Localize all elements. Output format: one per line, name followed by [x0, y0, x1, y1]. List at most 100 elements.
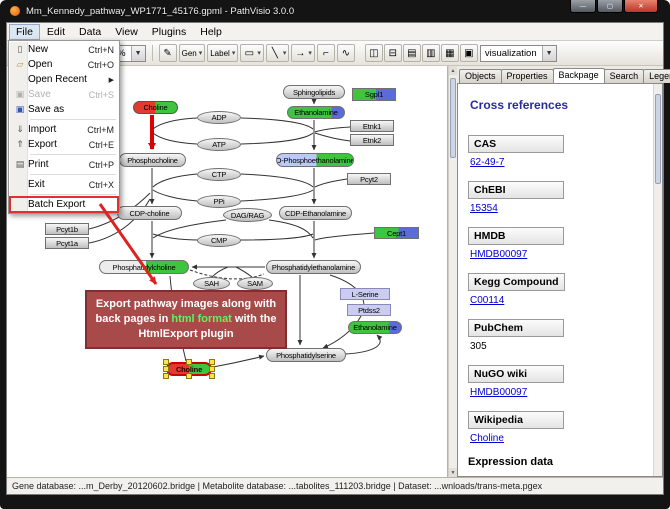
dropdown-arrow-icon[interactable]: ▾ — [308, 50, 312, 57]
menu-data[interactable]: Data — [79, 25, 102, 38]
arrow-tool[interactable]: →▾ — [291, 44, 315, 62]
file-menu-item-batch-export[interactable]: Batch Export — [9, 196, 119, 213]
tab-objects[interactable]: Objects — [459, 69, 502, 83]
dropdown-arrow-icon[interactable]: ▾ — [231, 50, 236, 57]
pathway-node-l-serine[interactable]: L-Serine — [340, 288, 390, 300]
chevron-down-icon[interactable]: ▼ — [130, 45, 145, 61]
tab-properties[interactable]: Properties — [500, 69, 554, 83]
pathway-node-etnk2[interactable]: Etnk2 — [350, 134, 394, 146]
selection-handle[interactable] — [186, 373, 192, 379]
xref-link[interactable]: C00114 — [470, 295, 505, 306]
align-left-tool[interactable]: ▤ — [402, 44, 421, 62]
selection-handle[interactable] — [209, 366, 215, 372]
canvas-vertical-scrollbar[interactable]: ▲ ▼ — [448, 66, 457, 477]
stack-tool[interactable]: ▣ — [459, 44, 478, 62]
align-top-tool[interactable]: ▥ — [421, 44, 440, 62]
label-tool[interactable]: Label▾ — [207, 44, 239, 62]
pathway-node-sam[interactable]: SAM — [237, 277, 273, 290]
pathway-node-pcyt2[interactable]: Pcyt2 — [347, 173, 391, 185]
menu-help[interactable]: Help — [200, 25, 222, 38]
chevron-down-icon[interactable]: ▼ — [541, 45, 556, 61]
xref-link[interactable]: HMDB00097 — [470, 387, 528, 398]
app-logo-icon — [10, 6, 20, 16]
selection-handle[interactable] — [163, 359, 169, 365]
minimize-icon: — — [579, 2, 587, 10]
pathway-node-cmp[interactable]: CMP — [197, 234, 241, 247]
gene-product-tool[interactable]: Gen▾ — [178, 44, 206, 62]
line-tool-icon: ╲ — [271, 47, 278, 59]
selection-handle[interactable] — [163, 373, 169, 379]
pathway-node-o-phosphoethanolamine[interactable]: O-Phosphoethanolamine — [276, 153, 354, 167]
elbow-connector-tool[interactable]: ⌐ — [316, 44, 335, 62]
panel-scrollbar[interactable] — [653, 84, 662, 476]
pathway-node-phosphatidylserine[interactable]: Phosphatidylserine — [266, 348, 346, 362]
pathway-node-etnk1[interactable]: Etnk1 — [350, 120, 394, 132]
pathway-node-ctp[interactable]: CTP — [197, 168, 241, 181]
tab-legend[interactable]: Legend — [643, 69, 670, 83]
titlebar[interactable]: Mm_Kennedy_pathway_WP1771_45176.gpml - P… — [0, 0, 670, 22]
pathway-node-phosphatidylcholine[interactable]: Phosphatidylcholine — [99, 260, 189, 274]
pathway-node-cept1[interactable]: Cept1 — [374, 227, 419, 239]
pathway-node-atp[interactable]: ATP — [197, 138, 241, 151]
minimize-button[interactable]: — — [570, 0, 596, 13]
xref-link[interactable]: Choline — [470, 433, 504, 444]
scroll-up-icon[interactable]: ▲ — [449, 66, 457, 75]
file-menu-item-open-recent[interactable]: Open Recent▶ — [10, 72, 118, 87]
pathway-node-pcyt1a[interactable]: Pcyt1a — [45, 237, 89, 249]
pathway-node-cdp-choline[interactable]: CDP-choline — [117, 206, 182, 220]
dropdown-arrow-icon[interactable]: ▾ — [282, 50, 287, 57]
pathway-node-ppi[interactable]: PPi — [197, 195, 241, 208]
pathway-node-pcyt1b[interactable]: Pcyt1b — [45, 223, 89, 235]
curved-connector-tool[interactable]: ∿ — [336, 44, 355, 62]
tab-search[interactable]: Search — [603, 69, 645, 83]
selection-handle[interactable] — [186, 359, 192, 365]
menu-edit[interactable]: Edit — [46, 25, 66, 38]
pathway-node-sphingolipids[interactable]: Sphingolipids — [283, 85, 345, 99]
xref-link[interactable]: HMDB00097 — [470, 249, 528, 260]
selection-handle[interactable] — [209, 359, 215, 365]
pathway-node-ethanolamine[interactable]: Ethanolamine — [348, 321, 402, 334]
menu-view[interactable]: View — [115, 25, 138, 38]
scrollbar-thumb[interactable] — [655, 94, 661, 184]
datasource-name: PubChem — [468, 319, 564, 337]
file-menu-item-save-as[interactable]: ▣Save as — [10, 102, 118, 117]
selection-handle[interactable] — [163, 366, 169, 372]
menu-plugins[interactable]: Plugins — [151, 25, 187, 38]
pathway-node-cdp-ethanolamine[interactable]: CDP-Ethanolamine — [279, 206, 352, 220]
pathway-node-phosphatidylethanolamine[interactable]: Phosphatidylethanolamine — [266, 260, 361, 274]
shape-tool[interactable]: ▭▾ — [240, 44, 264, 62]
maximize-button[interactable]: ▢ — [597, 0, 623, 13]
distribute-horizontal-tool[interactable]: ▦ — [440, 44, 459, 62]
pathway-node-phosphocholine[interactable]: Phosphocholine — [119, 153, 186, 167]
align-center-x-tool[interactable]: ◫ — [364, 44, 383, 62]
menu-file[interactable]: File — [9, 23, 40, 40]
pathway-node-adp[interactable]: ADP — [197, 111, 241, 124]
selection-handle[interactable] — [209, 373, 215, 379]
xref-link[interactable]: 15354 — [470, 203, 498, 214]
visualization-combobox[interactable]: visualization ▼ — [479, 44, 557, 62]
scrollbar-thumb[interactable] — [450, 78, 456, 158]
dropdown-arrow-icon[interactable]: ▾ — [257, 50, 261, 57]
scroll-down-icon[interactable]: ▼ — [449, 468, 457, 477]
dropdown-arrow-icon[interactable]: ▾ — [198, 50, 203, 57]
line-tool[interactable]: ╲▾ — [265, 44, 290, 62]
align-center-y-tool[interactable]: ⊟ — [383, 44, 402, 62]
close-button[interactable]: ✕ — [624, 0, 658, 13]
pathway-node-choline[interactable]: Choline — [133, 101, 178, 114]
pathway-node-sah[interactable]: SAH — [193, 277, 230, 290]
xref-link[interactable]: 62-49-7 — [470, 157, 505, 168]
tab-backpage[interactable]: Backpage — [552, 68, 605, 83]
pathway-node-sgpl1[interactable]: Sgpl1 — [352, 88, 396, 101]
pathway-node-ethanolamine[interactable]: Ethanolamine — [287, 106, 345, 119]
edit-pencil-tool[interactable]: ✎ — [158, 44, 177, 62]
pathway-node-dag-rag[interactable]: DAG/RAG — [223, 208, 272, 222]
pathway-node-ptdss2[interactable]: Ptdss2 — [347, 304, 391, 316]
